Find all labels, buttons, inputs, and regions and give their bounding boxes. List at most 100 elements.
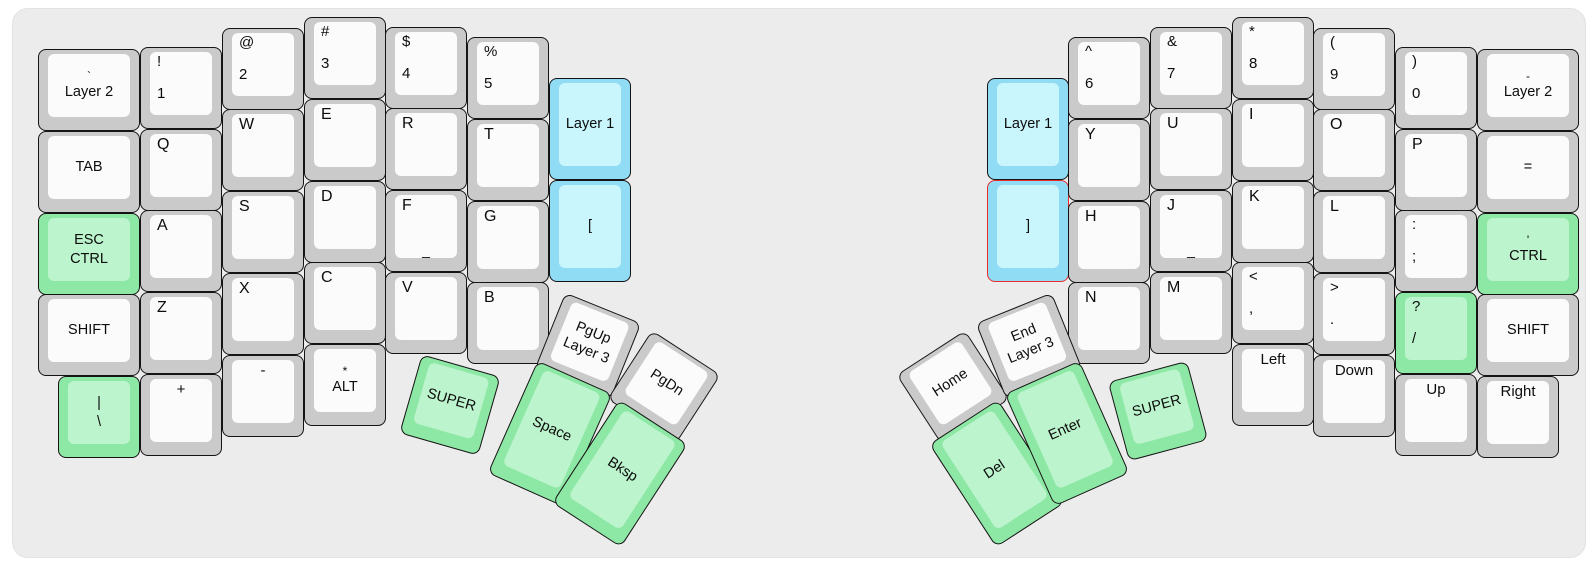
- key-g[interactable]: G: [467, 201, 549, 283]
- key-z[interactable]: Z: [140, 292, 222, 374]
- key-label: [: [559, 185, 621, 268]
- key-e[interactable]: E: [304, 99, 386, 181]
- key-i[interactable]: I: [1232, 99, 1314, 181]
- key-r[interactable]: R: [385, 108, 467, 190]
- key-p[interactable]: P: [1395, 129, 1477, 211]
- keycap-top: F_: [395, 195, 457, 258]
- key-rparen-0[interactable]: )0: [1395, 47, 1477, 129]
- key-h[interactable]: H: [1068, 201, 1150, 283]
- key-minus[interactable]: -: [222, 355, 304, 437]
- key-exclam-1[interactable]: !1: [140, 47, 222, 129]
- key-q[interactable]: Q: [140, 129, 222, 211]
- key-y[interactable]: Y: [1068, 119, 1150, 201]
- keycap-top: O: [1323, 114, 1385, 177]
- key-t[interactable]: T: [467, 119, 549, 201]
- key-colon-semicolon[interactable]: :;: [1395, 210, 1477, 292]
- keycap-top: Q: [150, 134, 212, 197]
- key-star-alt[interactable]: *ALT: [304, 344, 386, 426]
- key-label-line: CTRL: [1509, 248, 1547, 265]
- key-k[interactable]: K: [1232, 181, 1314, 263]
- key-tab[interactable]: TAB: [38, 131, 140, 213]
- keycap-top: Down: [1323, 360, 1385, 423]
- key-label-line: Del: [981, 457, 1008, 483]
- key-amp-7[interactable]: &7: [1150, 27, 1232, 109]
- key-arrow-down[interactable]: Down: [1313, 355, 1395, 437]
- key-dollar-4[interactable]: $4: [385, 27, 467, 109]
- key-label-line: =: [1523, 159, 1533, 176]
- key-label: 7: [1167, 65, 1176, 82]
- key-a[interactable]: A: [140, 210, 222, 292]
- keycap-top: :;: [1405, 215, 1467, 278]
- key-label: Down: [1334, 362, 1374, 379]
- key-j[interactable]: J_: [1150, 190, 1232, 272]
- key-label: M: [1167, 279, 1181, 296]
- key-hash-3[interactable]: #3: [304, 17, 386, 99]
- key-label: R: [402, 115, 414, 132]
- key-label: +: [176, 381, 186, 398]
- key-label: L: [1330, 198, 1339, 215]
- key-layer1-left[interactable]: Layer 1: [549, 78, 631, 180]
- key-d[interactable]: D: [304, 181, 386, 263]
- key-label: A: [157, 217, 168, 234]
- key-label-line: ': [1526, 232, 1530, 247]
- key-question-slash[interactable]: ?/: [1395, 292, 1477, 374]
- key-gt-period[interactable]: >.: [1313, 273, 1395, 355]
- keycap-top: R: [395, 113, 457, 176]
- key-b[interactable]: B: [467, 282, 549, 364]
- key-lt-comma[interactable]: <,: [1232, 262, 1314, 344]
- keycap-top: #3: [314, 22, 376, 85]
- key-rbracket[interactable]: ]: [987, 180, 1069, 282]
- key-lparen-9[interactable]: (9: [1313, 28, 1395, 110]
- keycap-top: =: [1487, 136, 1569, 199]
- key-label: `Layer 2: [48, 54, 130, 117]
- key-at-2[interactable]: @2: [222, 28, 304, 110]
- key-w[interactable]: W: [222, 109, 304, 191]
- key-label: B: [484, 289, 495, 306]
- key-label-line: PgDn: [646, 366, 687, 400]
- key-label: Q: [157, 136, 170, 153]
- key-f[interactable]: F_: [385, 190, 467, 272]
- key-label: N: [1085, 289, 1097, 306]
- key-shift-left[interactable]: SHIFT: [38, 294, 140, 376]
- key-c[interactable]: C: [304, 262, 386, 344]
- key-arrow-left[interactable]: Left: [1232, 344, 1314, 426]
- key-shift-right[interactable]: SHIFT: [1477, 294, 1579, 376]
- key-equals[interactable]: =: [1477, 131, 1579, 213]
- key-label-line: Layer 2: [64, 84, 114, 101]
- key-label: E: [321, 106, 332, 123]
- key-label: ,: [1249, 300, 1254, 317]
- key-star-8[interactable]: *8: [1232, 17, 1314, 99]
- key-label: SHIFT: [1487, 299, 1569, 362]
- key-s[interactable]: S: [222, 191, 304, 273]
- key-u[interactable]: U: [1150, 108, 1232, 190]
- key-caret-6[interactable]: ^6: [1068, 37, 1150, 119]
- key-label: SUPER: [1119, 368, 1195, 445]
- key-v[interactable]: V: [385, 272, 467, 354]
- key-l[interactable]: L: [1313, 191, 1395, 273]
- key-quote-ctrl[interactable]: 'CTRL: [1477, 213, 1579, 295]
- key-arrow-right[interactable]: Right: [1477, 376, 1559, 458]
- key-arrow-up[interactable]: Up: [1395, 374, 1477, 456]
- key-label: @: [239, 34, 255, 51]
- key-label-line: Layer 2: [1503, 84, 1553, 101]
- key-percent-5[interactable]: %5: [467, 37, 549, 119]
- key-label: *ALT: [314, 349, 376, 412]
- keycap-top: U: [1160, 113, 1222, 176]
- key-x[interactable]: X: [222, 273, 304, 355]
- key-label: Up: [1426, 381, 1446, 398]
- key-m[interactable]: M: [1150, 272, 1232, 354]
- keycap-top: SHIFT: [1487, 299, 1569, 362]
- key-label: O: [1330, 116, 1343, 133]
- keycap-top: A: [150, 215, 212, 278]
- key-dash-layer2[interactable]: -Layer 2: [1477, 49, 1579, 131]
- key-label: F: [402, 197, 412, 214]
- key-n[interactable]: N: [1068, 282, 1150, 364]
- key-plus[interactable]: +: [140, 374, 222, 456]
- key-lbracket[interactable]: [: [549, 180, 631, 282]
- key-layer1-right[interactable]: Layer 1: [987, 78, 1069, 180]
- key-o[interactable]: O: [1313, 109, 1395, 191]
- key-grave-layer2[interactable]: `Layer 2: [38, 49, 140, 131]
- key-pipe-backslash[interactable]: |\: [58, 376, 140, 458]
- keycap-top: )0: [1405, 52, 1467, 115]
